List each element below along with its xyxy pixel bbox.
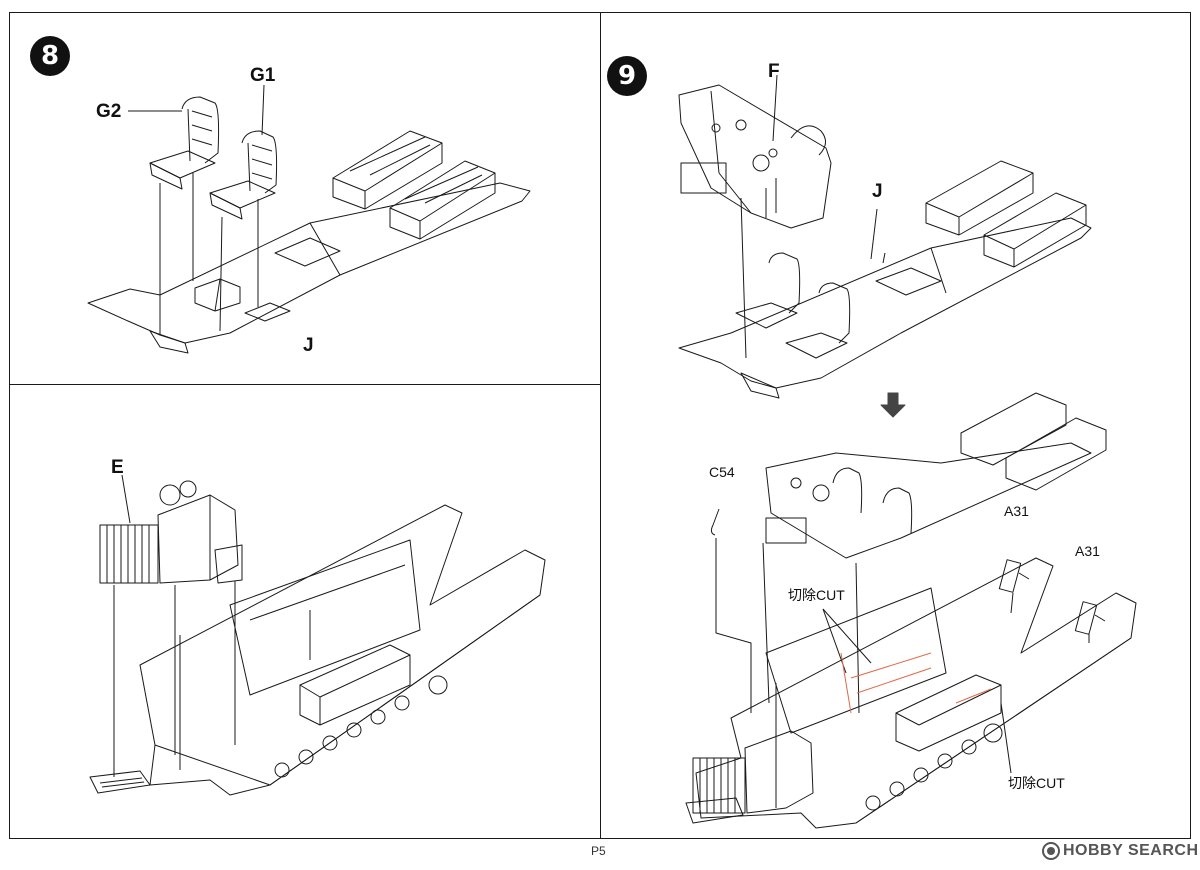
hull-assembled-drawing (695, 557, 1137, 829)
dashboard-f-drawing (678, 84, 832, 229)
upper-deck-drawing (765, 392, 1107, 559)
bench-blocks-drawing (925, 160, 1087, 268)
part-label-c54: C54 (709, 464, 735, 480)
step-9-panel: 9 F J C54 A31 A31 切除CUT 切除CUT (600, 12, 1191, 839)
engine-assembled-drawing (685, 730, 814, 824)
part-a31-right-drawing (1074, 601, 1106, 635)
step-8-number-badge: 8 (30, 36, 70, 76)
step-9-number-badge: 9 (607, 56, 647, 96)
engine-e-drawing (99, 480, 243, 584)
step-8-panel: 8 G1 G2 J (9, 12, 601, 385)
floor-plate-drawing (87, 182, 531, 354)
cut-label-upper: 切除CUT (788, 587, 845, 603)
road-wheel-mounts (865, 723, 1003, 811)
part-a31-left-drawing (998, 559, 1030, 593)
part-label-g2: G2 (96, 101, 122, 122)
floor-plate-drawing (678, 217, 1092, 399)
seats-drawing (735, 252, 851, 359)
cut-lines-drawing (840, 652, 992, 714)
part-label-a31-right: A31 (1075, 543, 1100, 559)
part-label-f: F (768, 61, 780, 82)
engine-hull-panel: E (9, 384, 601, 839)
part-label-e: E (111, 457, 124, 478)
page-number: P5 (591, 844, 606, 858)
step-9-drawing (678, 74, 1137, 829)
down-arrow-drawing (880, 392, 906, 418)
part-c54-drawing (710, 508, 720, 536)
part-label-j: J (872, 181, 883, 202)
cut-label-lower: 切除CUT (1008, 775, 1065, 791)
part-label-a31-left: A31 (1004, 503, 1029, 519)
watermark-logo-icon (1042, 842, 1060, 860)
watermark-text: HOBBY SEARCH (1063, 842, 1199, 859)
part-label-g1: G1 (250, 65, 276, 86)
front-step-drawing (89, 770, 151, 794)
assembly-guide-lines (113, 474, 236, 777)
engine-hull-drawing (89, 474, 546, 796)
part-label-j: J (303, 335, 314, 356)
step-8-drawing (87, 84, 531, 354)
seat-g1-drawing (209, 130, 278, 220)
road-wheel-mounts (274, 675, 448, 778)
hull-drawing (139, 504, 546, 796)
assembly-guide-lines-lower (715, 538, 1090, 774)
assembly-guide-lines (128, 84, 265, 332)
bench-blocks-drawing (332, 130, 496, 240)
seat-g2-drawing (149, 96, 220, 190)
watermark: HOBBY SEARCH (1042, 842, 1199, 860)
assembly-guide-lines-upper (740, 74, 886, 359)
